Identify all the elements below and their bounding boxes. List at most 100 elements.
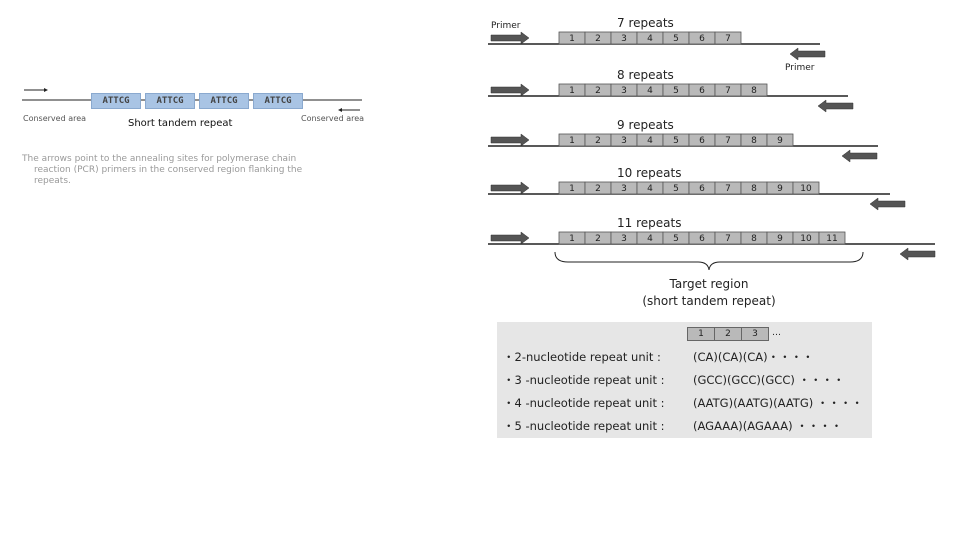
repeat-segment-number: 4: [647, 234, 653, 244]
repeat-segment-number: 1: [569, 34, 575, 44]
repeat-segment-number: 5: [673, 136, 679, 146]
caption-line: The arrows point to the annealing sites …: [22, 154, 297, 164]
repeat-segment-number: 4: [647, 86, 653, 96]
repeat-segment: [714, 31, 742, 45]
repeat-segment: [766, 133, 794, 147]
repeat-unit-value: (AATG)(AATG)(AATG) ・・・・: [693, 396, 863, 410]
repeat-segment-number: 6: [699, 184, 705, 194]
repeat-segment-number: 5: [673, 184, 679, 194]
right-conserved-label: Conserved area: [301, 114, 365, 123]
caption-line: repeats.: [34, 176, 71, 186]
repeat-segment-number: 8: [751, 184, 757, 194]
repeat-segment-number: 2: [595, 34, 601, 44]
repeat-segment-number: 11: [826, 234, 837, 244]
repeat-segment-number: 2: [595, 234, 601, 244]
target-region-subtitle: (short tandem repeat): [642, 294, 775, 308]
right-primer-arrow-icon: [841, 149, 878, 163]
repeat-segment-number: 6: [699, 136, 705, 146]
repeat-segment-number: 4: [647, 136, 653, 146]
repeat-box: ATTCG: [91, 93, 141, 109]
target-region-title: Target region: [669, 277, 749, 291]
example-box: 2: [714, 327, 742, 341]
repeat-unit-example: 1 2 3 …: [687, 327, 781, 341]
repeat-segment-number: 1: [569, 86, 575, 96]
repeat-count-title: 9 repeats: [617, 118, 674, 132]
repeat-count-diagram: 1 2 3 4 5 6 7 7 repeats 1 2 3 4 5 6 7 8 8 repeats 1 2 3 4 5 6 7…: [488, 16, 936, 308]
repeat-segment-number: 4: [647, 184, 653, 194]
repeat-segment-number: 10: [800, 234, 812, 244]
left-primer-arrow-icon: [490, 231, 530, 245]
repeat-unit-value: (AGAAA)(AGAAA) ・・・・: [693, 419, 843, 433]
repeat-unit-row: ・5 -nucleotide repeat unit : (AGAAA)(AGAA…: [503, 418, 842, 434]
repeat-segment-number: 9: [777, 184, 783, 194]
repeat-segment-number: 1: [569, 184, 575, 194]
repeat-segment-number: 6: [699, 234, 705, 244]
repeat-segment-number: 5: [673, 86, 679, 96]
left-primer-arrow: [24, 88, 48, 92]
primer-left-label: Primer: [491, 21, 521, 31]
example-box: 3: [741, 327, 769, 341]
repeat-unit-label: ・3 -nucleotide repeat unit :: [503, 373, 665, 387]
repeat-segment-number: 5: [673, 234, 679, 244]
example-ellipsis: …: [772, 328, 781, 338]
repeat-unit-label: ・2-nucleotide repeat unit :: [503, 350, 661, 364]
repeat-unit-row: ・4 -nucleotide repeat unit : (AATG)(AATG)…: [503, 395, 863, 411]
repeat-segment-number: 3: [621, 136, 627, 146]
caption-line: reaction (PCR) primers in the conserved …: [34, 165, 303, 175]
left-primer-arrow-icon: [490, 31, 530, 45]
repeat-box: ATTCG: [253, 93, 303, 109]
repeat-segment-number: 10: [800, 184, 812, 194]
repeat-segment-number: 7: [725, 136, 731, 146]
repeat-segment-number: 6: [699, 86, 705, 96]
repeat-segment-number: 1: [569, 234, 575, 244]
repeat-count-title: 8 repeats: [617, 68, 674, 82]
right-primer-arrow-icon: [817, 99, 854, 113]
repeat-segment: [740, 83, 768, 97]
repeat-segment-number: 6: [699, 34, 705, 44]
repeat-count-title: 11 repeats: [617, 216, 681, 230]
example-box: 1: [687, 327, 715, 341]
repeat-rows: 1 2 3 4 5 6 7 7 repeats 1 2 3 4 5 6 7 8 8 repeats 1 2 3 4 5 6 7…: [488, 16, 936, 261]
primer-right-label: Primer: [785, 63, 815, 73]
target-region-brace: [554, 251, 864, 271]
repeat-segment-number: 2: [595, 86, 601, 96]
repeat-box: ATTCG: [145, 93, 195, 109]
repeat-segment-number: 9: [777, 234, 783, 244]
repeat-box: ATTCG: [199, 93, 249, 109]
repeat-unit-value: (GCC)(GCC)(GCC) ・・・・: [693, 373, 845, 387]
repeat-unit-row: ・2-nucleotide repeat unit : (CA)(CA)(CA)・…: [503, 349, 814, 365]
repeat-unit-label: ・5 -nucleotide repeat unit :: [503, 419, 665, 433]
repeat-segment-number: 3: [621, 184, 627, 194]
repeat-segment-number: 7: [725, 184, 731, 194]
repeat-unit-value: (CA)(CA)(CA)・・・・: [693, 350, 814, 364]
repeat-segment-number: 1: [569, 136, 575, 146]
repeat-unit-row: ・3 -nucleotide repeat unit : (GCC)(GCC)(G…: [503, 372, 845, 388]
repeat-segment-number: 3: [621, 86, 627, 96]
repeat-segment-number: 8: [751, 136, 757, 146]
repeat-unit-label: ・4 -nucleotide repeat unit :: [503, 396, 665, 410]
repeat-segment-number: 3: [621, 34, 627, 44]
left-primer-arrow-icon: [490, 181, 530, 195]
repeat-segment-number: 8: [751, 234, 757, 244]
repeat-segment-number: 5: [673, 34, 679, 44]
right-primer-arrow-icon: [789, 47, 826, 61]
repeat-segment-number: 7: [725, 34, 731, 44]
repeat-segment-number: 7: [725, 86, 731, 96]
repeat-segment: [818, 231, 846, 245]
right-primer-arrow-icon: [899, 247, 936, 261]
short-tandem-repeat-label: Short tandem repeat: [128, 118, 233, 129]
repeat-unit-panel: 1 2 3 … ・2-nucleotide repeat unit : (CA)(…: [497, 322, 872, 438]
repeat-segment-number: 8: [751, 86, 757, 96]
repeat-segment-number: 7: [725, 234, 731, 244]
left-primer-arrow-icon: [490, 133, 530, 147]
left-primer-arrow-icon: [490, 83, 530, 97]
repeat-segment-number: 2: [595, 184, 601, 194]
repeat-count-title: 7 repeats: [617, 16, 674, 30]
repeat-segment-number: 4: [647, 34, 653, 44]
repeat-row: 1 2 3 4 5 6 7 8 8 repeats: [488, 68, 854, 113]
repeat-segment-number: 2: [595, 136, 601, 146]
repeat-row: 1 2 3 4 5 6 7 7 repeats: [488, 16, 826, 61]
